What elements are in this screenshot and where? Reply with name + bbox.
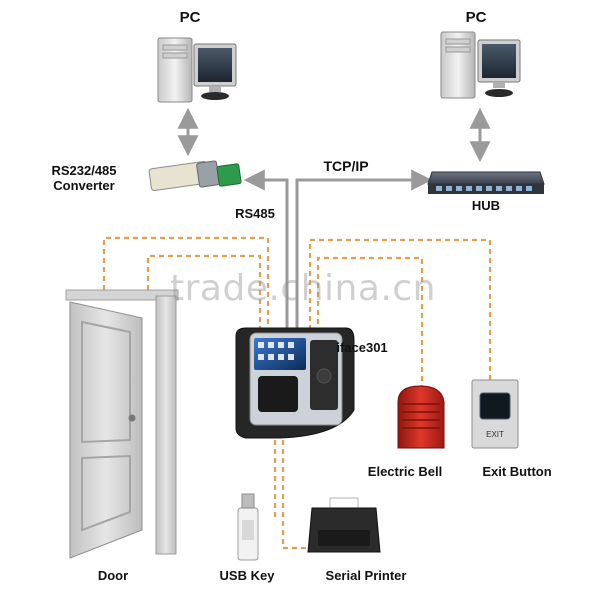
device-camera-window <box>258 376 298 412</box>
serial-printer <box>307 497 381 553</box>
dashed-connections <box>102 236 492 550</box>
electric-bell <box>397 385 445 449</box>
door-label: Door <box>98 568 128 583</box>
watermark: trade.china.cn <box>170 268 436 309</box>
usb-key-connector <box>241 493 255 509</box>
printer-link <box>281 440 308 550</box>
device-screen-icons <box>258 342 294 360</box>
door-panel <box>69 301 143 559</box>
converter-label-line2: Converter <box>53 178 114 193</box>
exit-plate-label: EXIT <box>486 430 504 439</box>
pc-left-label: PC <box>180 9 201 26</box>
bell-grille <box>402 403 440 429</box>
rs485-link <box>243 169 289 330</box>
usb-key <box>237 493 259 561</box>
door-lower-inset <box>81 454 131 532</box>
door-sensor-link-inner <box>146 254 262 340</box>
usb-key-stripe <box>242 520 254 540</box>
device-sensor-icon <box>316 368 332 384</box>
exit-button-face <box>479 392 511 420</box>
bell-body <box>397 385 445 449</box>
tcpip-label: TCP/IP <box>323 158 368 174</box>
hub-ports <box>436 186 532 191</box>
hub-label: HUB <box>472 198 500 213</box>
pc-left-drive-bay <box>162 44 188 51</box>
pc-right-screen <box>482 44 516 78</box>
serial-printer-label: Serial Printer <box>326 568 407 583</box>
pc-right-monitor-base <box>485 89 513 97</box>
converter-terminal-block <box>216 163 242 187</box>
door <box>65 289 179 559</box>
exit-button-link <box>308 238 492 380</box>
electric-bell-label: Electric Bell <box>368 464 442 479</box>
converter-db9-port <box>196 160 220 188</box>
pc-left-monitor-stand <box>209 86 221 92</box>
bell-link <box>316 256 424 390</box>
door-upper-inset <box>81 320 131 444</box>
pc-left-screen <box>198 48 232 82</box>
pc-right-drive-bay-2 <box>445 46 471 53</box>
usb-key-label: USB Key <box>220 568 276 583</box>
pc-right-label: PC <box>466 9 487 26</box>
rs485-label: RS485 <box>235 206 275 221</box>
device-label: iface301 <box>336 340 387 355</box>
exit-button-device: EXIT <box>471 379 519 449</box>
pc-left-drive-bay-2 <box>162 52 188 59</box>
network-hub <box>427 171 545 194</box>
pc-right-drive-bay <box>445 38 471 45</box>
converter-label-line1: RS232/485 <box>51 163 116 178</box>
rs232-485-converter <box>148 160 242 192</box>
pc-right-monitor-stand <box>493 82 505 88</box>
door-frame-top <box>65 289 179 301</box>
pc-right <box>440 31 521 99</box>
exit-button-label: Exit Button <box>482 464 551 479</box>
iface301-device <box>235 327 355 439</box>
solid-connections <box>177 107 491 330</box>
pc-left <box>157 37 237 103</box>
printer-front-panel <box>318 530 370 546</box>
door-handle-icon <box>128 414 136 422</box>
tcpip-link <box>295 169 433 330</box>
door-frame-right <box>155 295 177 555</box>
pc-left-monitor-base <box>201 92 229 100</box>
hub-body <box>427 171 545 185</box>
